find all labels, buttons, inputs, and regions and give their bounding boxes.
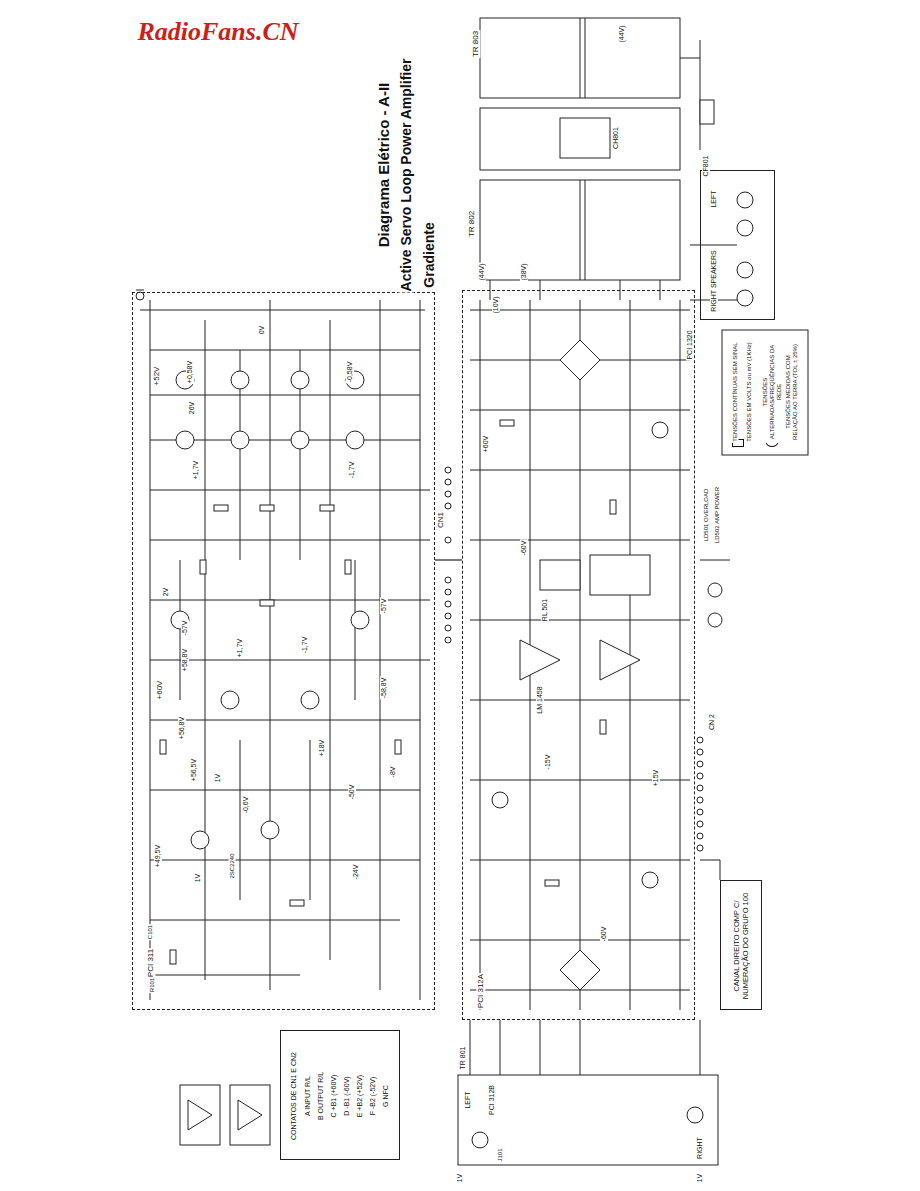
voltage-label: R101 bbox=[149, 977, 156, 993]
legend-text: TENSÕES ALTERNADAS/FREQÜÊNCIAS DA REDE bbox=[762, 341, 783, 443]
node-text: PCI 311 bbox=[146, 948, 155, 978]
voltage-label: 1V bbox=[456, 1173, 464, 1184]
voltage-label: +15V bbox=[652, 769, 660, 788]
voltage-label: +56,5V bbox=[190, 758, 198, 782]
node-text: PCI 312A bbox=[476, 973, 485, 1009]
voltage-label: 26V bbox=[188, 401, 196, 415]
voltage-label: +18V bbox=[318, 739, 326, 758]
board-connector bbox=[435, 559, 462, 560]
node-text: LEFT bbox=[710, 189, 718, 208]
voltage-label: (44V) bbox=[478, 262, 486, 281]
voltage-label: PCI 1320 bbox=[686, 329, 694, 360]
node-text: A INPUT R/L bbox=[304, 1075, 312, 1117]
node-text: RIGHT SPEAKERS bbox=[710, 249, 718, 312]
node-text: G NFC bbox=[382, 1084, 390, 1108]
voltage-label: +60V bbox=[482, 435, 490, 454]
voltage-label: Gradiente bbox=[421, 221, 437, 288]
voltage-label: +58,8V bbox=[181, 648, 189, 672]
voltage-label: -1,7V bbox=[348, 461, 356, 480]
node-text: B OUTPUT R/L bbox=[317, 1071, 325, 1121]
voltage-label: 0V bbox=[258, 325, 266, 336]
voltage-label: PCI 312B bbox=[488, 1084, 496, 1116]
voltage-label: LEFT bbox=[464, 1090, 472, 1109]
voltage-label: C101 bbox=[147, 924, 154, 940]
voltage-label: LM 1458 bbox=[536, 685, 544, 714]
voltage-label: (38V) bbox=[520, 262, 528, 281]
voltage-label: 2SC2240 bbox=[229, 852, 236, 879]
voltage-label: -15V bbox=[544, 754, 552, 771]
voltage-label: -0,6V bbox=[242, 796, 250, 815]
voltage-label: +0,58V bbox=[186, 360, 194, 384]
voltage-label: CN1 bbox=[436, 511, 445, 529]
voltage-label: RL 501 bbox=[541, 598, 549, 622]
voltage-label: -0,58V bbox=[346, 361, 354, 384]
voltage-label: TR 803 bbox=[471, 30, 480, 58]
voltage-label: TR 801 bbox=[459, 1046, 467, 1071]
voltage-label: 2V bbox=[162, 587, 170, 598]
circuit-board: PCI 312A bbox=[462, 290, 695, 1020]
voltage-label: CH801 bbox=[612, 126, 620, 150]
voltage-label: LD502 AMP POWER bbox=[714, 486, 721, 544]
voltage-label: -50V bbox=[348, 784, 356, 801]
voltage-label: 1V bbox=[194, 873, 202, 884]
voltage-label: +52V bbox=[152, 366, 161, 387]
node-text: CONTATOS DE CN1 E CN2 bbox=[290, 1051, 298, 1141]
voltage-label: +60V bbox=[155, 680, 164, 701]
voltage-label: -8V bbox=[389, 766, 397, 779]
node-text: C +B1 (+60V) bbox=[330, 1074, 338, 1119]
voltage-label: -60V bbox=[520, 540, 528, 557]
voltage-label: +56,8V bbox=[178, 716, 186, 740]
voltage-label: -57V bbox=[181, 620, 189, 637]
voltage-label: 1V bbox=[214, 773, 222, 784]
voltage-label: 1V bbox=[696, 1173, 704, 1184]
voltage-label: Active Servo Loop Power Amplifier bbox=[398, 58, 414, 293]
voltage-label: J101 bbox=[497, 1147, 504, 1162]
voltage-label: (44V) bbox=[618, 24, 626, 43]
node-text: CANAL DIREITO COMP C/ NUMERAÇÃO DO GRUPO… bbox=[733, 885, 750, 1007]
voltage-label: -1,7V bbox=[301, 636, 309, 655]
voltage-label: TENSÕES EM VOLTS ou mV (1KHz) bbox=[746, 341, 753, 443]
voltage-label: -60V bbox=[600, 926, 608, 943]
voltage-label: +1,7V bbox=[192, 460, 200, 481]
voltage-label: -58,8V bbox=[380, 677, 388, 700]
voltage-label: +1,7V bbox=[236, 638, 244, 659]
legend-text: TENSÕES CONTÍNUAS SEM SINAL bbox=[732, 341, 739, 443]
voltage-label: -24V bbox=[352, 864, 360, 881]
voltage-label: +49,5V bbox=[154, 844, 162, 868]
node-text: E +B2 (+52V) bbox=[356, 1074, 364, 1118]
voltage-label: TENSÕES MEDIDAS COM RELAÇÃO AO TERRA (TO… bbox=[785, 341, 799, 443]
voltage-label: TR 802 bbox=[467, 210, 476, 238]
note-box: CANAL DIREITO COMP C/ NUMERAÇÃO DO GRUPO… bbox=[720, 880, 762, 1010]
voltage-label: CN 2 bbox=[708, 713, 716, 731]
voltage-label: (10V) bbox=[492, 295, 500, 314]
watermark: RadioFans.CN bbox=[136, 17, 299, 47]
note-box: CONTATOS DE CN1 E CN2 A INPUT R/L B OUTPUT… bbox=[280, 1030, 400, 1160]
voltage-label: CF801 bbox=[702, 154, 710, 177]
voltage-label: RIGHT bbox=[696, 1136, 704, 1160]
circuit-board: PCI 311 bbox=[132, 292, 435, 1010]
diagram-title: Diagrama Elétrico - A-II bbox=[375, 82, 392, 249]
node-text: D -B1 (-60V) bbox=[343, 1075, 351, 1116]
voltage-label: -57V bbox=[380, 598, 388, 615]
node-text: F -B2 (-52V) bbox=[369, 1076, 377, 1117]
note-box: RIGHT SPEAKERS LEFT bbox=[700, 170, 775, 320]
voltage-label: LD501 OVERLOAD bbox=[703, 488, 710, 543]
